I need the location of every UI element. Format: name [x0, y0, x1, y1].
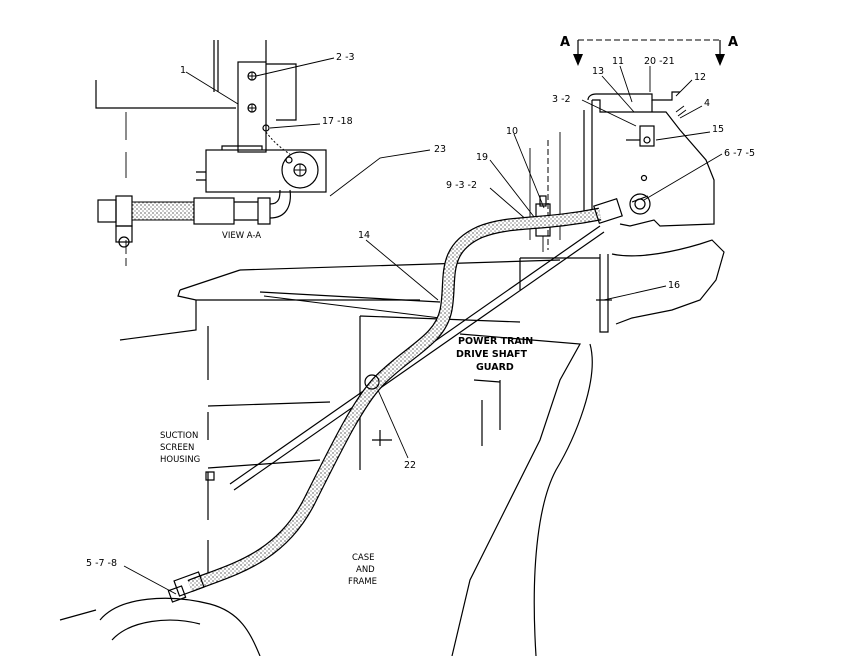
callout-label-4: 4	[704, 98, 710, 109]
callout-23: 23	[329, 144, 446, 197]
caption-suction-screen: SUCTION SCREEN HOUSING	[160, 431, 200, 465]
callout-label-14: 14	[358, 230, 370, 241]
frame-outline	[59, 239, 725, 656]
callout-1: 1	[180, 65, 239, 105]
callout-label-9-3-2: 9 -3 -2	[446, 180, 477, 191]
callout-10: 10	[506, 126, 545, 209]
caption-power-train-line2: DRIVE SHAFT	[456, 349, 528, 360]
callout-20-21: 20 -21	[644, 56, 675, 92]
callout-label-1: 1	[180, 65, 186, 76]
caption-case-line1: CASE	[352, 553, 375, 563]
hydraulic-hose	[167, 197, 623, 603]
reservoir-assembly	[529, 91, 715, 250]
callout-4: 4	[679, 98, 710, 119]
callout-label-22: 22	[404, 460, 416, 471]
caption-power-train-line1: POWER TRAIN	[458, 336, 533, 347]
callout-label-11: 11	[612, 56, 624, 67]
callout-11: 11	[612, 56, 633, 103]
caption-suction-line2: SCREEN	[160, 443, 194, 453]
callout-label-23: 23	[434, 144, 446, 155]
callout-label-16: 16	[668, 280, 680, 291]
callout-13: 13	[592, 66, 635, 113]
callout-label-17-18: 17 -18	[322, 116, 353, 127]
section-label-left: A	[560, 35, 570, 50]
callout-label-20-21: 20 -21	[644, 56, 675, 67]
callout-label-5-7-8: 5 -7 -8	[86, 558, 117, 569]
section-line-a-a: A A	[560, 35, 738, 66]
callout-15: 15	[655, 124, 724, 141]
section-label-right: A	[728, 35, 738, 50]
callout-2-3: 2 -3	[255, 52, 355, 77]
callout-label-2-3: 2 -3	[336, 52, 355, 63]
callout-label-13: 13	[592, 66, 604, 77]
callout-5-7-8: 5 -7 -8	[86, 558, 177, 595]
callout-17-18: 17 -18	[269, 116, 353, 129]
callout-6-7-5: 6 -7 -5	[643, 148, 755, 201]
caption-suction-line1: SUCTION	[160, 431, 198, 441]
caption-case-line3: FRAME	[348, 577, 377, 587]
callout-label-3-2: 3 -2	[552, 94, 571, 105]
callout-16: 16	[596, 254, 680, 333]
callout-label-12: 12	[694, 72, 706, 83]
caption-power-train-line3: GUARD	[476, 362, 514, 373]
callout-label-6-7-5: 6 -7 -5	[724, 148, 755, 159]
drive-shaft-guard-lines	[229, 225, 605, 491]
callout-label-19: 19	[476, 152, 488, 163]
caption-power-train: POWER TRAIN DRIVE SHAFT GUARD	[456, 336, 533, 373]
caption-suction-line3: HOUSING	[160, 455, 200, 465]
callout-19: 19	[476, 152, 539, 223]
callout-22: 22	[377, 389, 416, 471]
caption-case-frame: CASE AND FRAME	[348, 553, 377, 587]
callout-14: 14	[358, 230, 439, 301]
view-label: VIEW A-A	[222, 231, 261, 241]
callout-label-10: 10	[506, 126, 518, 137]
callout-3-2: 3 -2	[552, 94, 637, 127]
view-a-a-detail: VIEW A-A	[95, 40, 327, 266]
caption-case-line2: AND	[356, 565, 375, 575]
callout-12: 12	[675, 72, 706, 97]
callout-label-15: 15	[712, 124, 724, 135]
